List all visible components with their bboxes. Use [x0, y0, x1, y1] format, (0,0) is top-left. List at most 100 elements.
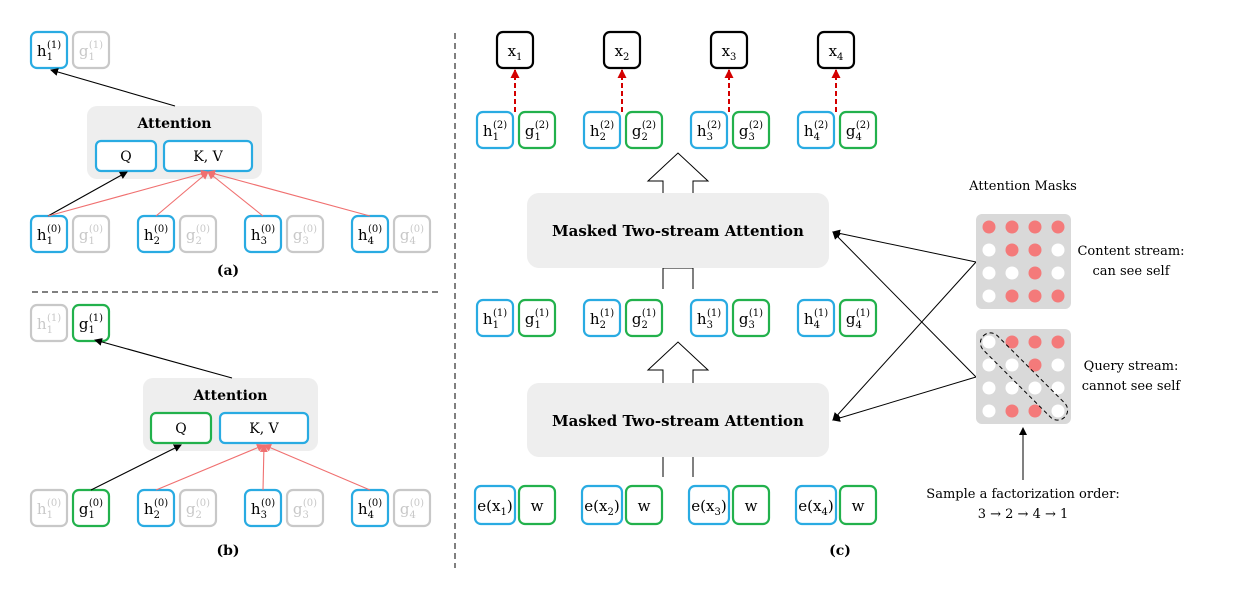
c-l1-g4-superscript: (1): [856, 308, 870, 319]
b-bottom-h2: h2(0): [136, 488, 176, 528]
c-l1-g2-subscript: 2: [642, 320, 648, 331]
c-l1-h4: h4(1): [796, 298, 836, 338]
b-bottom-h4-base: h: [358, 500, 368, 518]
a-arrow-h4-to-kv: [207, 169, 371, 217]
c-input-e2-label: e(x2): [584, 497, 619, 518]
content-mask-dot-r1c4: [1051, 220, 1065, 234]
a-arrow-h1-to-kv: [47, 169, 209, 217]
a-bottom-g1: g1(0): [71, 214, 111, 254]
masked-attention-block-bottom: [527, 383, 829, 457]
hollow-arrow-middle: [646, 341, 710, 384]
c-l2-h4-base: h: [804, 122, 814, 140]
c-input-w3-label: w: [745, 497, 758, 515]
a-bottom-g2-superscript: (0): [196, 224, 210, 235]
c-output-x1: x1: [495, 30, 535, 70]
query-mask-dot-r2c1: [982, 358, 996, 372]
b-arrow-h2-to-kv: [155, 444, 265, 491]
c-l2-g2-box: [624, 110, 664, 150]
b-arrow-h3-to-kv: [259, 444, 268, 491]
c-l1-g3-box: [731, 298, 771, 338]
a-bottom-g1-superscript: (0): [89, 224, 103, 235]
c-l1-g4-box: [838, 298, 878, 338]
c-l2-h3-base: h: [697, 122, 707, 140]
query-mask-dot-r4c4: [1051, 404, 1065, 418]
b-bottom-h3-superscript: (0): [261, 498, 275, 509]
c-input-e1-tail: ): [507, 497, 513, 515]
a-bottom-g1-box: [71, 214, 111, 254]
b-bottom-g3-box: [285, 488, 325, 528]
a-bottom-g4-base: g: [400, 226, 410, 244]
a-bottom-h1-superscript: (0): [47, 224, 61, 235]
c-input-e3-tail: ): [721, 497, 727, 515]
a-bottom-h3-label: h3(0): [251, 224, 275, 247]
a-bottom-h3: h3(0): [243, 214, 283, 254]
c-l1-h2-base: h: [590, 310, 600, 328]
b-bottom-h3-subscript: 3: [261, 510, 267, 521]
a-bottom-g4: g4(0): [392, 214, 432, 254]
attention-title-b: Attention: [193, 388, 268, 404]
c-l1-g4-label: g4(1): [846, 308, 870, 331]
c-l1-h2: h2(1): [582, 298, 622, 338]
sample-order-line1: Sample a factorization order:: [926, 487, 1119, 502]
query-mask-dot-r3c4: [1051, 381, 1065, 395]
a-bottom-h3-superscript: (0): [261, 224, 275, 235]
c-l2-g4: g4(2): [838, 110, 878, 150]
c-l2-g1-base: g: [525, 122, 535, 140]
c-l2-g3: g3(2): [731, 110, 771, 150]
b-top-g1: g1(1): [71, 303, 111, 343]
c-l1-g2-superscript: (1): [642, 308, 656, 319]
content-mask-dot-r3c3: [1028, 266, 1042, 280]
b-bottom-g1-superscript: (0): [89, 498, 103, 509]
c-l1-g4: g4(1): [838, 298, 878, 338]
c-l1-g2-label: g2(1): [632, 308, 656, 331]
b-bottom-g4-superscript: (0): [410, 498, 424, 509]
mask-link-content-to-bottom: [832, 261, 977, 421]
c-input-w1-box: [517, 484, 557, 526]
c-l1-h3-base: h: [697, 310, 707, 328]
hollow-arrow-top: [646, 152, 710, 193]
c-input-e3-box: [687, 484, 731, 526]
c-output-x2-subscript: 2: [623, 52, 629, 63]
caption-b: (b): [216, 543, 239, 559]
c-l1-h3-label: h3(1): [697, 308, 721, 331]
c-l2-h2-superscript: (2): [600, 120, 614, 131]
c-l1-h4-subscript: 4: [814, 320, 820, 331]
c-l1-h2-subscript: 2: [600, 320, 606, 331]
a-bottom-g4-subscript: 4: [410, 236, 416, 247]
hollow-arrow-middle-stub: [662, 267, 694, 289]
c-l2-h4: h4(2): [796, 110, 836, 150]
a-bottom-h4: h4(0): [350, 214, 390, 254]
c-l2-g4-base: g: [846, 122, 856, 140]
c-l1-h3-box: [689, 298, 729, 338]
a-top-h1-superscript: (1): [47, 40, 61, 51]
c-input-e3-subscript: 3: [714, 507, 720, 518]
q-label-a: Q: [120, 149, 131, 165]
c-output-x3-base: x: [722, 42, 731, 60]
c-output-x2: x2: [602, 30, 642, 70]
c-l2-h1: h1(2): [475, 110, 515, 150]
hollow-arrow-bottom-stub: [662, 455, 694, 477]
c-l2-h2: h2(2): [582, 110, 622, 150]
c-input-e2: e(x2): [580, 484, 624, 526]
c-l2-h3-subscript: 3: [707, 132, 713, 143]
c-l2-h4-box: [796, 110, 836, 150]
content-mask-dot-r3c2: [1005, 266, 1019, 280]
c-l2-g1-box: [517, 110, 557, 150]
query-mask-dot-r1c2: [1005, 335, 1019, 349]
c-input-e3: e(x3): [687, 484, 731, 526]
c-input-e4-box: [794, 484, 838, 526]
b-bottom-g1-subscript: 1: [89, 510, 95, 521]
c-l1-h3-subscript: 3: [707, 320, 713, 331]
content-mask-dot-r3c4: [1051, 266, 1065, 280]
c-l2-g2-label: g2(2): [632, 120, 656, 143]
b-bottom-g2-subscript: 2: [196, 510, 202, 521]
c-output-x1-label: x1: [508, 42, 523, 63]
b-top-g1-box: [71, 303, 111, 343]
c-l1-h2-box: [582, 298, 622, 338]
c-l2-h2-base: h: [590, 122, 600, 140]
b-top-g1-subscript: 1: [89, 325, 95, 336]
a-bottom-g3-superscript: (0): [303, 224, 317, 235]
c-input-e4-subscript: 4: [821, 507, 827, 518]
b-bottom-h2-label: h2(0): [144, 498, 168, 521]
